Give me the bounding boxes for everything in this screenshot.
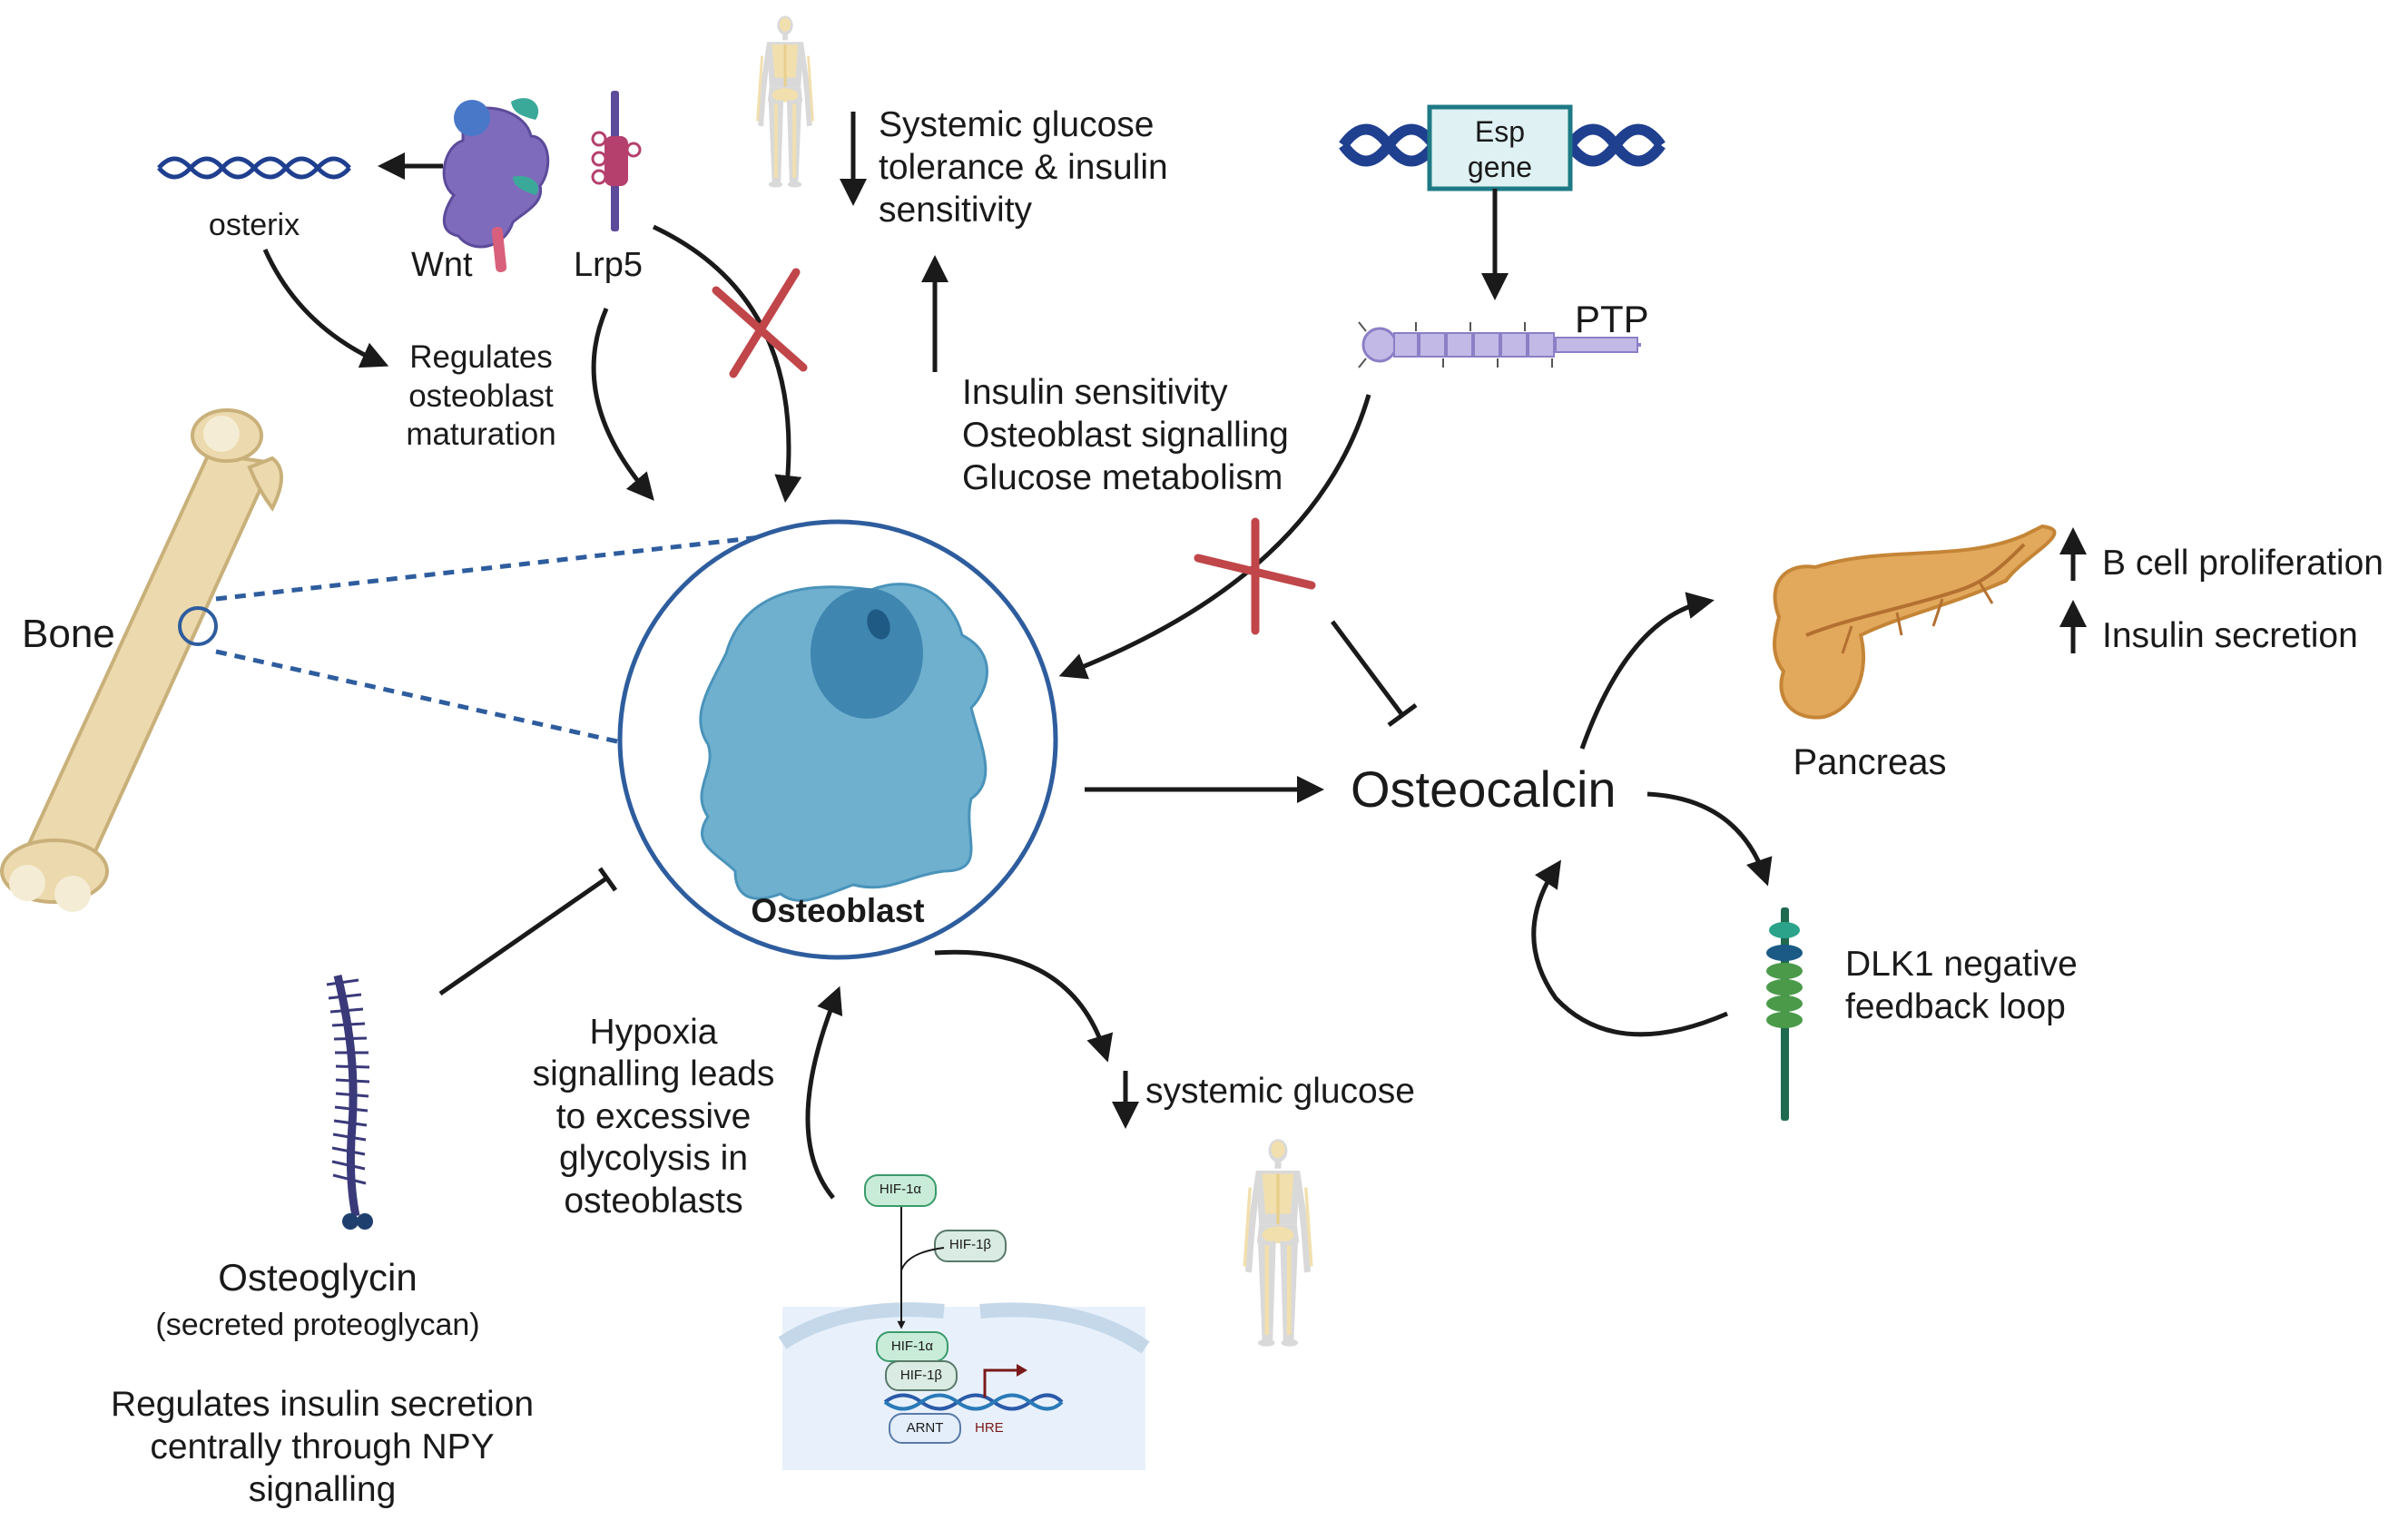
inhibition-x-marks [712, 268, 1316, 635]
systemic-glucose-label: systemic glucose [1145, 1072, 1415, 1111]
hypoxia-line-5: osteoblasts [564, 1181, 743, 1221]
osterix-label: osterix [208, 208, 300, 242]
hypoxia-label: Hypoxia signalling leads to excessive gl… [508, 1012, 799, 1222]
regulates-maturation-line-2: osteoblast [408, 378, 554, 414]
dlk1-receptor-icon [1766, 907, 1803, 1121]
hif-nucleus-icon [778, 1174, 1150, 1470]
wnt-label: Wnt [411, 246, 473, 284]
hypoxia-line-1: Hypoxia [589, 1013, 718, 1052]
insulin-effects-line-1: Insulin sensitivity [962, 373, 1228, 412]
hif1b-nucleus-label: HIF-1β [899, 1368, 943, 1383]
pancreas-icon [1773, 524, 2057, 720]
systemic-tolerance-line-3: sensitivity [879, 190, 1033, 230]
arnt-label: ARNT [906, 1420, 944, 1436]
hypoxia-line-2: signalling leads [532, 1054, 775, 1094]
hif1b-top-label: HIF-1β [948, 1237, 992, 1252]
hypoxia-line-3: to excessive [555, 1096, 752, 1136]
systemic-tolerance-label: Systemic glucose tolerance & insulin sen… [879, 104, 1168, 231]
esp-gene-icon [1339, 104, 1666, 191]
osteoglycin-desc-line-3: signalling [248, 1469, 397, 1509]
dlk1-label: DLK1 negative feedback loop [1845, 944, 2078, 1029]
ptp-label: PTP [1575, 298, 1649, 340]
esp-gene-line-2: gene [1467, 151, 1533, 184]
osteoglycin-desc-line-1: Regulates insulin secretion [110, 1385, 535, 1424]
osteoglycin-sublabel: (secreted proteoglycan) [155, 1308, 480, 1342]
regulates-maturation-label: Regulates osteoblast maturation [372, 338, 590, 455]
osteoglycin-description: Regulates insulin secretion centrally th… [54, 1384, 590, 1511]
osteoblast-label: Osteoblast [751, 892, 925, 929]
hif1a-nucleus-label: HIF-1α [890, 1339, 934, 1354]
esp-gene-line-1: Esp [1474, 115, 1526, 148]
dlk1-line-2: feedback loop [1845, 986, 2066, 1026]
regulates-maturation-line-1: Regulates [409, 339, 553, 375]
dlk1-line-1: DLK1 negative [1845, 945, 2078, 984]
dna-icon [157, 156, 351, 180]
insulin-effects-line-3: Glucose metabolism [962, 457, 1283, 497]
systemic-tolerance-line-1: Systemic glucose [879, 105, 1155, 144]
insulin-effects-label: Insulin sensitivity Osteoblast signallin… [962, 372, 1289, 499]
bone-label: Bone [22, 612, 115, 656]
osteoglycin-label: Osteoglycin [218, 1256, 418, 1299]
regulates-maturation-line-3: maturation [406, 417, 556, 453]
lrp5-label: Lrp5 [574, 246, 644, 284]
systemic-tolerance-line-2: tolerance & insulin [879, 147, 1168, 187]
osteoglycin-desc-line-2: centrally through NPY [150, 1427, 495, 1466]
osteoglycin-icon [326, 974, 373, 1230]
ptp-protein-icon [1358, 321, 1641, 368]
lrp5-receptor-icon [591, 91, 642, 231]
osteocalcin-label: Osteocalcin [1351, 760, 1617, 818]
pancreas-label: Pancreas [1793, 742, 1947, 782]
insulin-effects-line-2: Osteoblast signalling [962, 415, 1289, 455]
bone-icon [0, 408, 283, 912]
hif1a-top-label: HIF-1α [879, 1182, 922, 1197]
osteoblast-cell-icon [617, 519, 1058, 960]
wnt-protein-icon [442, 98, 550, 272]
human-skeleton-icon [756, 15, 814, 188]
b-cell-label: B cell proliferation [2102, 544, 2383, 583]
esp-gene-label: Esp gene [1430, 114, 1570, 185]
hypoxia-line-4: glycolysis in [558, 1139, 749, 1179]
human-skeleton-icon [1243, 1139, 1313, 1347]
hre-label: HRE [975, 1420, 1004, 1436]
insulin-secretion-label: Insulin secretion [2102, 616, 2358, 655]
